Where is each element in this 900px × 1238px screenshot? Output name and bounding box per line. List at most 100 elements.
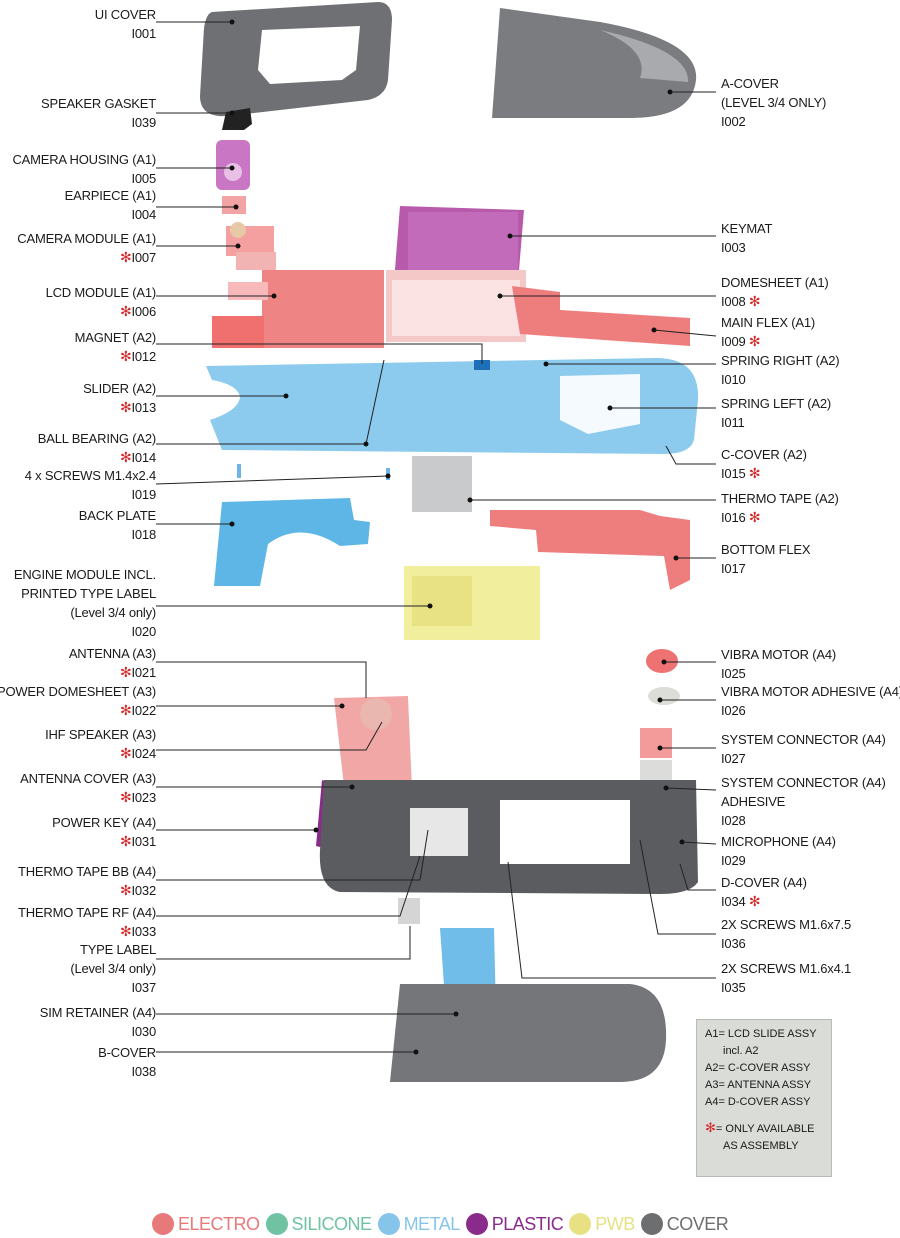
part-ref: I005 [131, 171, 156, 186]
part-ref: I009 ✻ [721, 333, 761, 349]
part-name: VIBRA MOTOR (A4) [721, 647, 837, 662]
system-connector-part [640, 728, 672, 758]
material-label: ELECTRO [178, 1213, 260, 1234]
label-antenna-cover: ANTENNA COVER (A3) ✻I023 [20, 769, 156, 807]
label-vibra-motor-adhesive: VIBRA MOTOR ADHESIVE (A4)I026 [721, 682, 900, 720]
asterisk-icon: ✻ [119, 664, 132, 680]
label-antenna: ANTENNA (A3)✻I021 [69, 644, 156, 682]
material-swatch [377, 1213, 400, 1235]
label-camera-housing: CAMERA HOUSING (A1) I005 [12, 150, 156, 188]
camera-module-part [226, 222, 276, 270]
part-name: SPRING RIGHT (A2) [721, 353, 840, 368]
part-ref: I027 [721, 751, 746, 766]
b-cover-part [390, 984, 667, 1082]
part-name: MAGNET (A2) [74, 330, 157, 345]
legend-star-note: ✻= ONLY AVAILABLE [705, 1119, 823, 1138]
engine-module-part [404, 566, 540, 640]
part-name: DOMESHEET (A1) [721, 275, 829, 290]
part-name: 2X SCREWS M1.6x4.1 [721, 961, 852, 976]
part-ref: ✻I012 [119, 348, 156, 364]
part-name: SLIDER (A2) [83, 381, 156, 396]
material-metal: METAL [377, 1213, 460, 1235]
asterisk-icon: ✻ [119, 789, 132, 805]
label-spring-left: SPRING LEFT (A2)I011 [721, 394, 831, 432]
assembly-legend: A1= LCD SLIDE ASSY incl. A2 A2= C-COVER … [696, 1019, 832, 1177]
vibra-motor-adhesive-part [648, 687, 680, 705]
label-camera-module: CAMERA MODULE (A1) ✻I007 [17, 229, 156, 267]
label-sim-retainer: SIM RETAINER (A4)I030 [40, 1003, 156, 1041]
legend-row: A4= D-COVER ASSY [705, 1096, 811, 1108]
asterisk-icon: ✻ [119, 249, 132, 265]
part-name: (Level 3/4 only) [70, 961, 156, 976]
antenna-assy-part [334, 696, 412, 790]
part-name: POWER KEY (A4) [52, 815, 156, 830]
asterisk-icon: ✻ [119, 303, 132, 319]
part-name: (LEVEL 3/4 ONLY) [721, 95, 827, 110]
material-label: SILICONE [291, 1213, 373, 1234]
part-name: ANTENNA COVER (A3) [20, 771, 156, 786]
a-cover-part [492, 8, 697, 118]
part-ref: ✻I032 [119, 882, 156, 898]
part-ref: I019 [131, 487, 156, 502]
part-ref: I017 [721, 561, 746, 576]
part-ref: I016 ✻ [721, 509, 761, 525]
asterisk-icon: ✻ [748, 333, 761, 349]
part-ref: I002 [721, 114, 746, 129]
part-ref: I015 ✻ [721, 465, 761, 481]
part-name: THERMO TAPE (A2) [721, 491, 839, 506]
part-name: 2X SCREWS M1.6x7.5 [721, 917, 852, 932]
part-name: SPRING LEFT (A2) [721, 396, 831, 411]
part-ref: ✻I007 [119, 249, 156, 265]
label-slider: SLIDER (A2)✻I013 [83, 379, 156, 417]
part-ref: I026 [721, 703, 746, 718]
label-type-label: TYPE LABEL(Level 3/4 only)I037 [70, 940, 156, 997]
part-ref: ✻I022 [119, 702, 156, 718]
label-engine-module: ENGINE MODULE INCL.PRINTED TYPE LABEL(Le… [14, 565, 156, 641]
back-plate-part [214, 498, 370, 586]
label-thermo-tape-bb: THERMO TAPE BB (A4)✻I032 [18, 862, 156, 900]
part-name: SIM RETAINER (A4) [39, 1005, 156, 1020]
label-main-flex: MAIN FLEX (A1)I009 ✻ [721, 313, 815, 351]
label-domesheet: DOMESHEET (A1)I008 ✻ [721, 273, 829, 311]
part-name: BALL BEARING (A2) [37, 431, 156, 446]
part-name: PRINTED TYPE LABEL [21, 586, 156, 601]
part-ref: I025 [721, 666, 746, 681]
material-cover: COVER [640, 1213, 729, 1235]
material-swatch [265, 1213, 288, 1235]
material-electro: ELECTRO [152, 1213, 260, 1235]
part-name: TYPE LABEL [79, 942, 156, 957]
part-ref: ✻I023 [119, 789, 156, 805]
part-name: CAMERA HOUSING (A1) [12, 152, 156, 167]
asterisk-icon: ✻ [748, 293, 761, 309]
part-name: CAMERA MODULE (A1) [17, 231, 156, 246]
part-name: A-COVER [721, 76, 779, 91]
part-name: BACK PLATE [78, 508, 156, 523]
label-d-cover: D-COVER (A4) I034 ✻ [721, 873, 807, 911]
material-swatch [465, 1213, 488, 1235]
thermo-tape-part [412, 456, 472, 512]
material-plastic: PLASTIC [465, 1213, 564, 1235]
part-ref: I028 [721, 813, 746, 828]
label-lcd-module: LCD MODULE (A1)✻I006 [46, 283, 157, 321]
legend-row: A2= C-COVER ASSY [705, 1062, 811, 1074]
part-ref: I034 ✻ [721, 893, 761, 909]
part-name: SYSTEM CONNECTOR (A4) [721, 775, 886, 790]
part-name: SYSTEM CONNECTOR (A4) [721, 732, 886, 747]
leader-lines [155, 21, 717, 1053]
part-name: D-COVER (A4) [721, 875, 807, 890]
label-power-key: POWER KEY (A4)✻I031 [52, 813, 156, 851]
label-ball-bearing: BALL BEARING (A2)✻I014 [38, 429, 156, 467]
asterisk-icon: ✻ [119, 923, 132, 939]
label-thermo-tape-rf: THERMO TAPE RF (A4)✻I033 [18, 903, 156, 941]
part-name: (Level 3/4 only) [70, 605, 156, 620]
magnet-part [474, 360, 490, 370]
lcd-module-part [212, 270, 384, 348]
asterisk-icon: ✻ [119, 399, 132, 415]
screw-part [237, 464, 241, 478]
part-ref: I003 [721, 240, 746, 255]
